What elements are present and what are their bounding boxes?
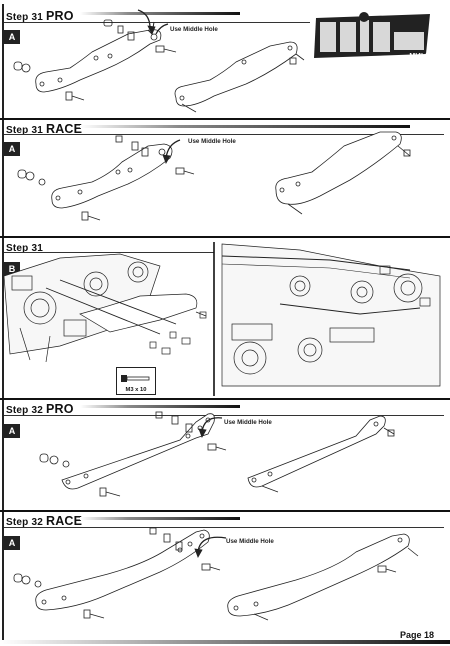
step-32-race-diagram <box>13 527 419 621</box>
step-prefix: Step 32 <box>6 405 43 416</box>
step-32-race-title: Step 32 RACE <box>6 514 82 528</box>
middle-hole-callout: Use Middle Hole <box>226 538 274 545</box>
step-prefix: Step 31 <box>6 243 43 254</box>
header-bar <box>80 125 410 128</box>
step-variant: RACE <box>45 514 83 528</box>
header-rule <box>4 134 444 135</box>
step-prefix: Step 32 <box>6 517 43 528</box>
step-variant: PRO <box>45 402 74 416</box>
section-divider <box>0 398 450 400</box>
middle-hole-callout: Use Middle Hole <box>188 138 236 145</box>
middle-hole-callout: Use Middle Hole <box>224 419 272 426</box>
step-31-pro-diagram <box>13 9 305 113</box>
header-rule <box>4 415 444 416</box>
section-divider <box>0 236 450 238</box>
sub-step-badge: A <box>4 142 20 156</box>
page-border <box>2 4 4 640</box>
header-bar <box>80 12 240 15</box>
logo-text: MI4LP <box>409 53 430 60</box>
sub-step-badge: A <box>4 424 20 438</box>
screw-callout-box: M3 x 10 <box>116 367 156 395</box>
step-31-chassis-diagram <box>3 242 441 396</box>
step-31-race-title: Step 31 RACE <box>6 122 82 136</box>
middle-hole-callout: Use Middle Hole <box>170 26 218 33</box>
step-prefix: Step 31 <box>6 125 43 136</box>
sub-step-badge: A <box>4 30 20 44</box>
brand-logo: MI4LP <box>312 10 434 62</box>
step-31-race-diagram <box>17 131 411 221</box>
step-variant: RACE <box>45 122 83 136</box>
section-divider <box>0 118 450 120</box>
header-bar <box>80 405 240 408</box>
step-32-pro-title: Step 32 PRO <box>6 402 74 416</box>
header-rule <box>4 527 444 528</box>
step-32-pro-diagram <box>39 411 395 497</box>
header-rule <box>4 252 214 253</box>
step-prefix: Step 31 <box>6 12 43 23</box>
logo-graphic <box>314 12 430 58</box>
footer-bar <box>0 640 450 644</box>
page-number: Page 18 <box>399 630 434 640</box>
step-variant: PRO <box>45 9 74 23</box>
step-31-title: Step 31 <box>6 240 43 254</box>
screw-size-label: M3 x 10 <box>125 387 147 393</box>
section-divider <box>0 510 450 512</box>
header-bar <box>80 517 240 520</box>
step-31-pro-title: Step 31 PRO <box>6 9 74 23</box>
screw-icon <box>121 375 150 382</box>
sub-step-badge: A <box>4 536 20 550</box>
header-rule <box>4 22 310 23</box>
